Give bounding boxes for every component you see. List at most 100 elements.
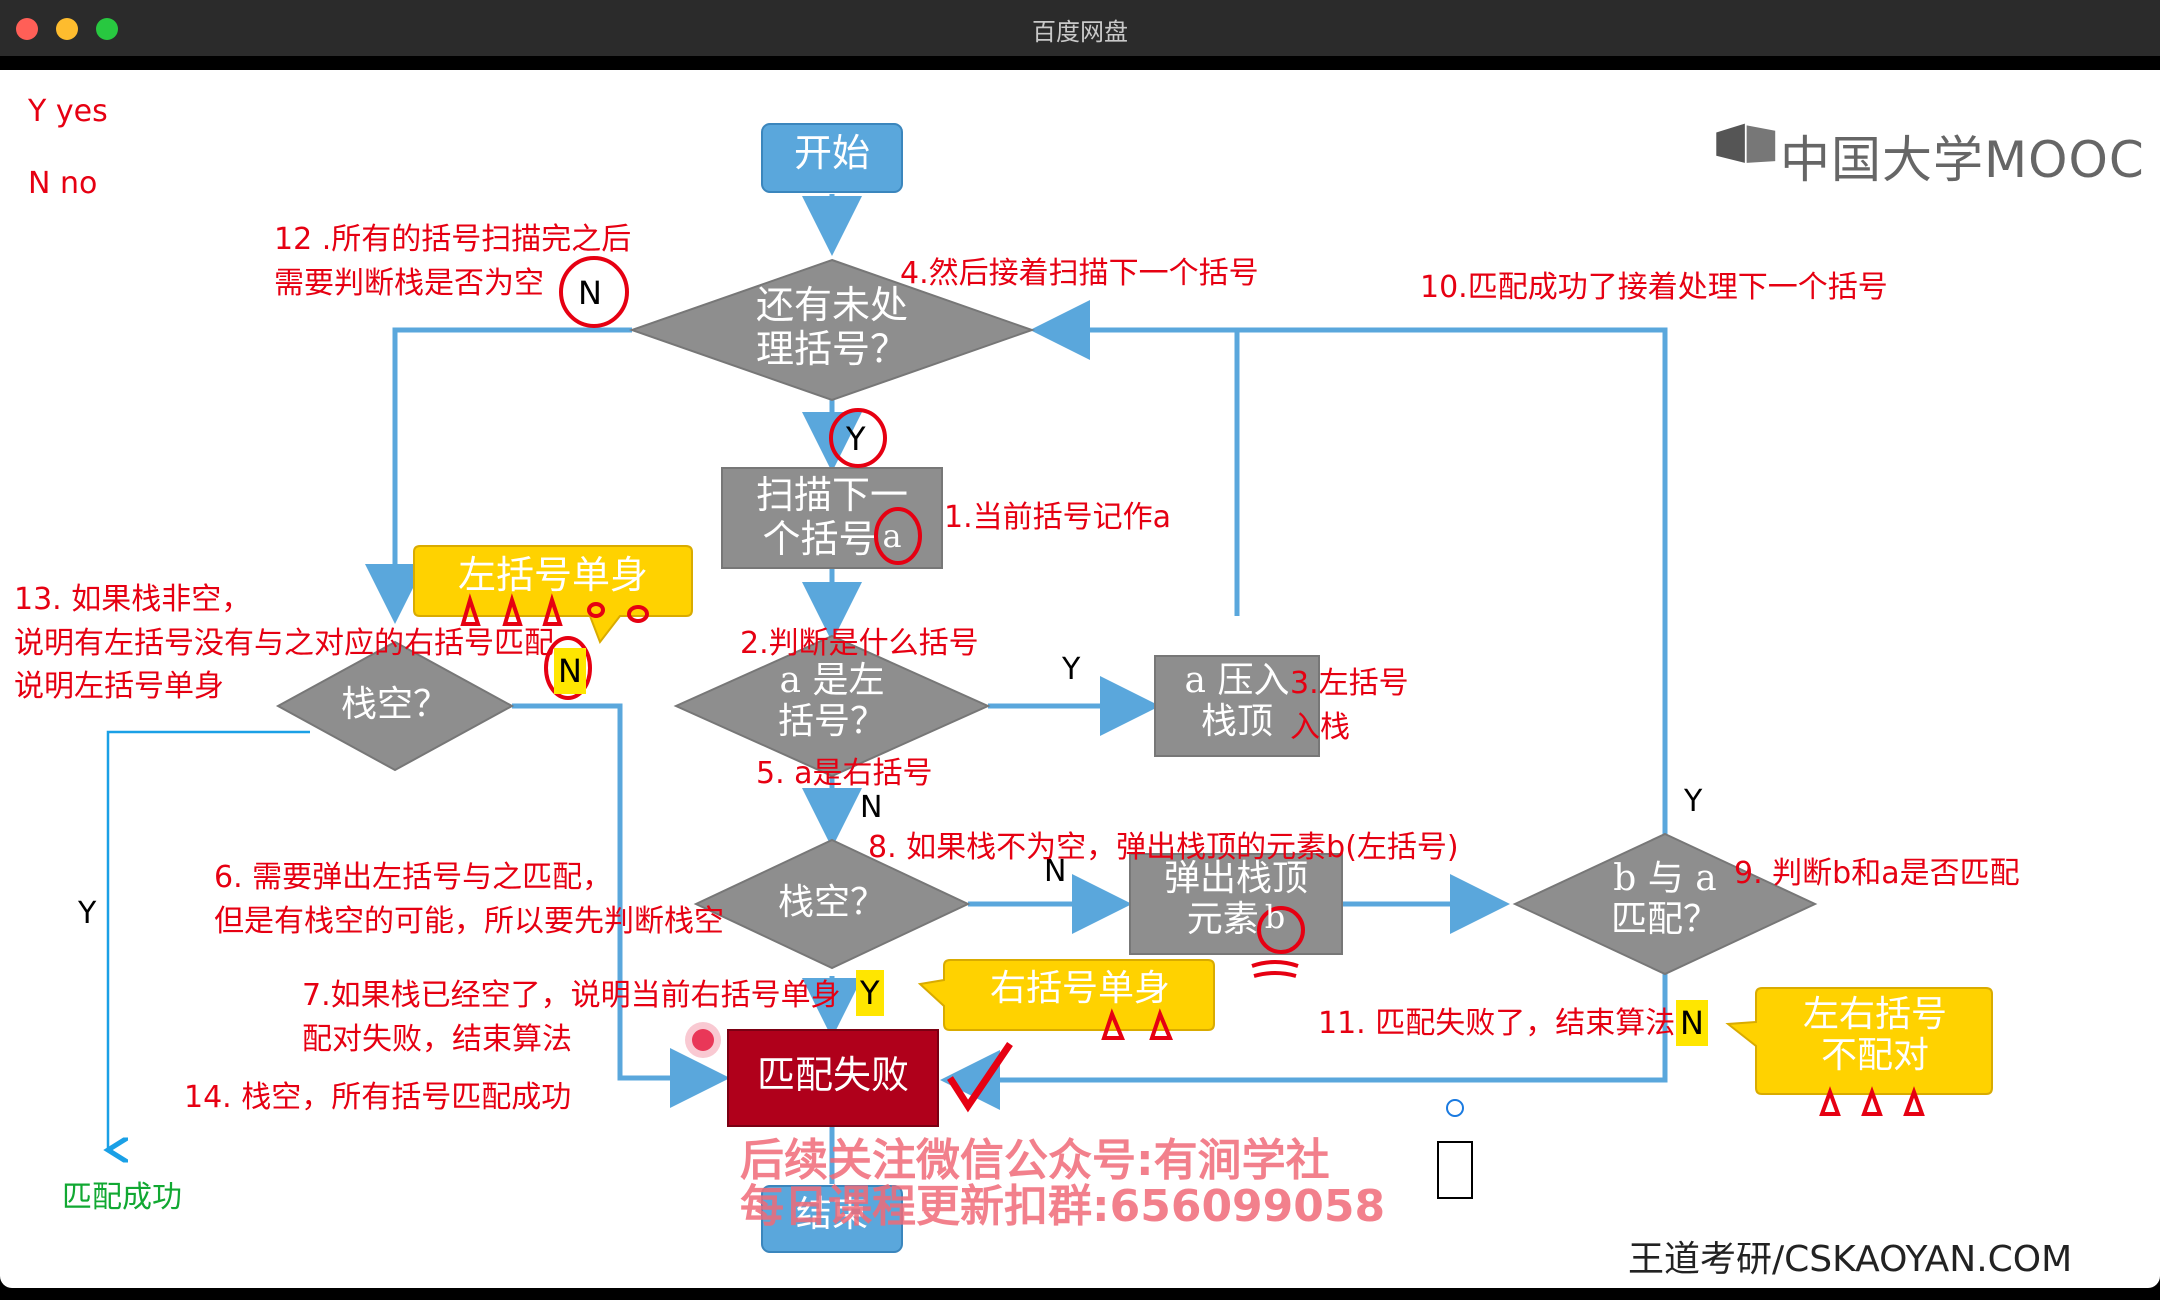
annotation-13-line3: 说明左括号单身 [14, 669, 224, 704]
mismatch-line1: 左右括号 [1802, 994, 1947, 1035]
stack-empty-mid-label: 栈空？ [777, 882, 886, 923]
hand-drawn-arrow [108, 730, 310, 1150]
annotation-13: 13. 如果栈非空， 说明有左括号没有与之对应的右括号匹配 说明左括号单身 [14, 578, 554, 709]
pop-line1: 弹出栈顶 [1163, 858, 1308, 899]
annotation-7-line2: 配对失败，结束算法 [302, 1021, 572, 1057]
annotation-3-line1: 3.左括号 [1290, 666, 1409, 701]
scan-next-node [721, 467, 943, 569]
annotation-3-line2: 入栈 [1290, 709, 1350, 745]
is-left-line2: 括号？ [777, 701, 886, 743]
edge-y-is-left: Y [1062, 652, 1081, 687]
edge-n-top: N [578, 274, 602, 312]
maximize-window-button[interactable] [96, 18, 118, 40]
edge-y-match: Y [1684, 784, 1703, 819]
annotation-13-line1: 13. 如果栈非空， [14, 582, 252, 617]
end-label: 结束 [795, 1194, 868, 1235]
annotation-10: 10.匹配成功了接着处理下一个括号 [1420, 270, 1888, 305]
annotation-13-line2: 说明有左括号没有与之对应的右括号匹配 [14, 625, 554, 661]
footer-brand: 王道考研/CSKAOYAN.COM [1628, 1239, 2073, 1280]
flowchart-svg [0, 123, 1993, 1253]
push-label: a 压入 栈顶 [1155, 660, 1319, 743]
watermark-line2: 每日课程更新扣群:656099058 [740, 1181, 1386, 1233]
edge-n-stack-left: N [554, 648, 586, 695]
annotation-5: 5. a是右括号 [756, 756, 933, 791]
annotation-2: 2.判断是什么括号 [740, 626, 979, 661]
edge-y-top: Y [846, 420, 866, 458]
scan-next-line1: 扫描下一 [755, 473, 908, 517]
annotation-12-line1: 12 .所有的括号扫描完之后 [274, 222, 632, 257]
legend-no: N no [28, 166, 98, 201]
edge-n-match: N [1676, 1000, 1708, 1047]
decision-stack-empty-left [275, 640, 515, 772]
annotation-6-line2: 但是有栈空的可能，所以要先判断栈空 [214, 903, 724, 939]
legend-yes: Y yes [28, 94, 108, 129]
annotation-3: 3.左括号 入栈 [1290, 662, 1409, 749]
more-brackets-line1: 还有未处 [755, 283, 908, 327]
callout-right-single [917, 959, 1215, 1031]
annotation-7-line1: 7.如果栈已经空了，说明当前右括号单身 [302, 978, 841, 1013]
window-title: 百度网盘 [1032, 18, 1128, 46]
callout-left-single [413, 545, 693, 645]
push-node [1154, 655, 1320, 757]
match-line2: 匹配？ [1610, 899, 1719, 941]
annotation-success: 匹配成功 [62, 1180, 182, 1215]
title-bar: 百度网盘 [0, 0, 2160, 56]
spinner-icon [1446, 1099, 1464, 1117]
annotation-14: 14. 栈空，所有括号匹配成功 [184, 1080, 572, 1115]
annotation-9: 9. 判断b和a是否匹配 [1734, 856, 2020, 891]
annotation-1: 1.当前括号记作a [944, 500, 1172, 535]
is-left-label: a 是左 括号？ [716, 660, 948, 743]
flow-connectors [365, 194, 1668, 1184]
edge-y-stack-mid: Y [856, 970, 884, 1017]
callout-mismatch [1725, 987, 1993, 1095]
close-window-button[interactable] [16, 18, 38, 40]
mooc-logo-icon [1716, 123, 1776, 163]
annotation-12: 12 .所有的括号扫描完之后 需要判断栈是否为空 [274, 218, 631, 305]
stack-empty-left-label: 栈空？ [340, 684, 449, 725]
end-node [761, 1185, 903, 1253]
decision-more-brackets [628, 258, 1036, 402]
text-cursor-box [1437, 1141, 1473, 1199]
decision-stack-empty-mid [693, 838, 971, 970]
annotation-11: 11. 匹配失败了，结束算法 [1318, 1006, 1676, 1041]
watermark-text: 后续关注微信公众号:有涧学社 每日课程更新扣群:656099058 [740, 1135, 1386, 1233]
annotation-4: 4.然后接着扫描下一个括号 [900, 256, 1259, 291]
decision-is-left [673, 634, 991, 778]
mooc-logo-text: 中国大学MOOC [1780, 131, 2145, 189]
pop-node [1129, 853, 1343, 955]
push-line2: 栈顶 [1200, 701, 1273, 743]
match-line1: b 与 a [1613, 858, 1717, 899]
annotation-6-line1: 6. 需要弹出左括号与之匹配， [214, 860, 613, 895]
scan-var-a: a [882, 516, 902, 555]
right-single-label: 右括号单身 [989, 968, 1170, 1009]
annotation-8: 8. 如果栈不为空，弹出栈顶的元素b(左括号) [868, 830, 1459, 865]
is-left-line1: a 是左 [779, 660, 885, 701]
edge-y-long: Y [78, 896, 97, 931]
red-ink-marks [460, 256, 1925, 1116]
more-brackets-line2: 理括号？ [755, 326, 908, 371]
start-label: 开始 [793, 131, 870, 175]
edge-n-stack-mid: N [1044, 854, 1067, 889]
scan-next-line2: 个括号 [762, 516, 877, 561]
mismatch-line2: 不配对 [1820, 1035, 1929, 1077]
fail-node [727, 1029, 939, 1127]
pop-line2: 元素 [1186, 899, 1259, 941]
annotation-12-line2: 需要判断栈是否为空 [274, 265, 544, 301]
annotation-6: 6. 需要弹出左括号与之匹配， 但是有栈空的可能，所以要先判断栈空 [214, 856, 724, 943]
left-single-label: 左括号单身 [457, 553, 648, 597]
cursor-dot [692, 1029, 714, 1051]
fail-label: 匹配失败 [756, 1053, 909, 1097]
more-brackets-label: 还有未处 理括号？ [700, 283, 964, 371]
start-node [761, 123, 903, 193]
watermark-line1: 后续关注微信公众号:有涧学社 [740, 1135, 1330, 1186]
push-line1: a 压入 [1184, 660, 1290, 701]
match-label: b 与 a 匹配？ [1545, 858, 1785, 941]
mismatch-label: 左右括号 不配对 [1760, 994, 1990, 1077]
pop-var-b: b [1264, 898, 1286, 937]
minimize-window-button[interactable] [56, 18, 78, 40]
edge-n-is-left: N [860, 790, 883, 825]
